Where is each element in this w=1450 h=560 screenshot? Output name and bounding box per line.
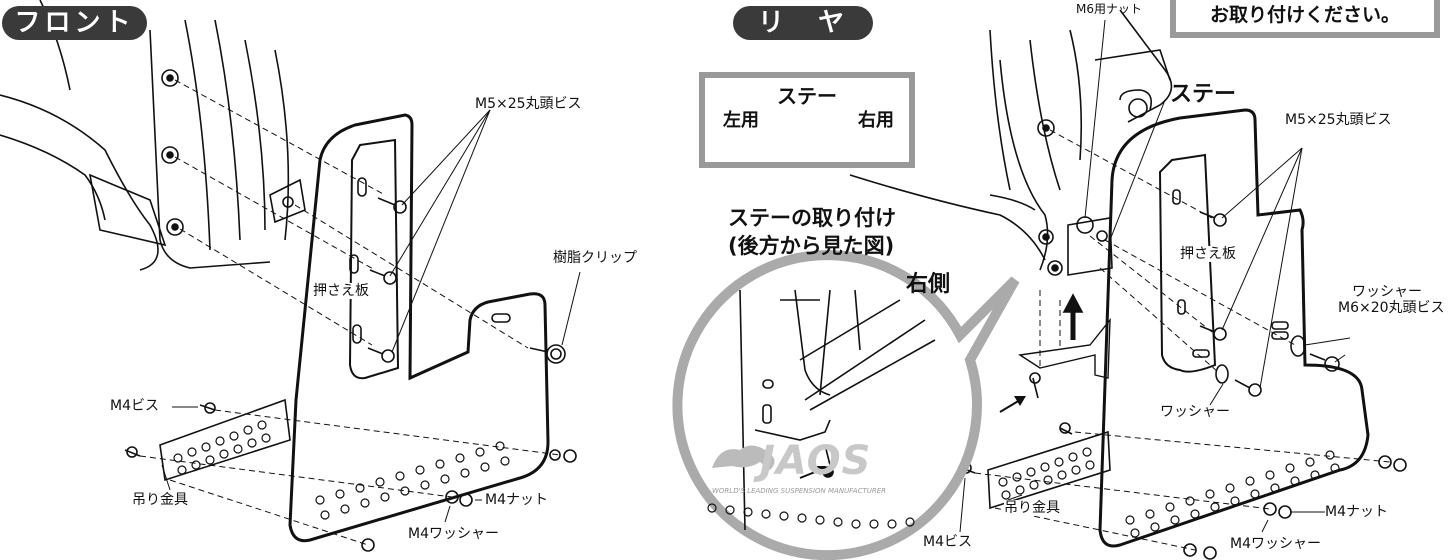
front-press-plate-label: 押さえ板 — [313, 283, 369, 299]
rear-m5-screw-label: M5×25丸頭ビス — [1285, 112, 1392, 128]
install-note: お取り付けください。 — [1170, 0, 1440, 38]
rear-m4-nut-label: M4ナット — [1325, 504, 1388, 520]
front-mudflap — [288, 113, 550, 543]
rear-section-title: リ ヤ — [733, 6, 873, 40]
rear-press-plate-label: 押さえ板 — [1180, 246, 1236, 262]
rear-stay-mounted — [1067, 217, 1113, 276]
rear-washer-label-1: ワッシャー — [1352, 284, 1422, 300]
bolt-hole — [166, 218, 184, 236]
rear-stay-label: ステー — [1170, 82, 1237, 107]
rear-washer-label-2: ワッシャー — [1160, 404, 1230, 420]
jaos-logo-text: JAOS — [760, 438, 872, 484]
front-hanger-label: 吊り金具 — [132, 492, 188, 508]
front-hanger-bracket — [159, 398, 291, 482]
front-section-title: フロント — [2, 6, 147, 40]
front-m4-nut-label: M4ナット — [485, 492, 548, 508]
front-resin-clip-label: 樹脂クリップ — [553, 250, 637, 266]
bolt-hole — [161, 69, 179, 87]
front-m4-washer-label: M4ワッシャー — [408, 526, 499, 542]
rear-stay-exploded — [1018, 317, 1111, 379]
stay-reference-box — [699, 72, 915, 168]
jaos-logo-tagline: WORLD'S LEADING SUSPENSION MANUFACTURER — [712, 487, 887, 495]
front-screws — [124, 197, 577, 552]
stay-left-label: 左用 — [723, 110, 759, 131]
rear-fender — [849, 9, 1173, 271]
rear-m6-screw-label: M6×20丸頭ビス — [1338, 300, 1445, 316]
kangaroo-logo-icon — [712, 445, 775, 470]
stay-detail-callout — [672, 250, 1020, 560]
bolt-hole — [161, 146, 179, 164]
stay-box-title: ステー — [777, 84, 837, 108]
right-side-label: 右側 — [906, 272, 951, 297]
m6-nut-label: M6用ナット — [1076, 2, 1142, 16]
stay-install-subtitle: (後方から見た図) — [728, 234, 895, 258]
rear-m4-washer-label: M4ワッシャー — [1230, 536, 1321, 552]
front-m4-screw-label: M4ビス — [110, 398, 159, 414]
rear-m4-screw-label: M4ビス — [923, 534, 972, 550]
front-press-plate — [348, 138, 400, 380]
rear-hanger-label: 吊り金具 — [1004, 500, 1060, 516]
stay-install-title: ステーの取り付け — [728, 206, 896, 230]
front-m5-screw-label: M5×25丸頭ビス — [475, 96, 582, 112]
rear-mudflap — [1098, 108, 1370, 548]
stay-right-label: 右用 — [858, 110, 894, 131]
rear-hanger-bracket — [987, 430, 1111, 510]
rear-press-plate — [1158, 153, 1217, 373]
front-fender — [0, 0, 290, 271]
